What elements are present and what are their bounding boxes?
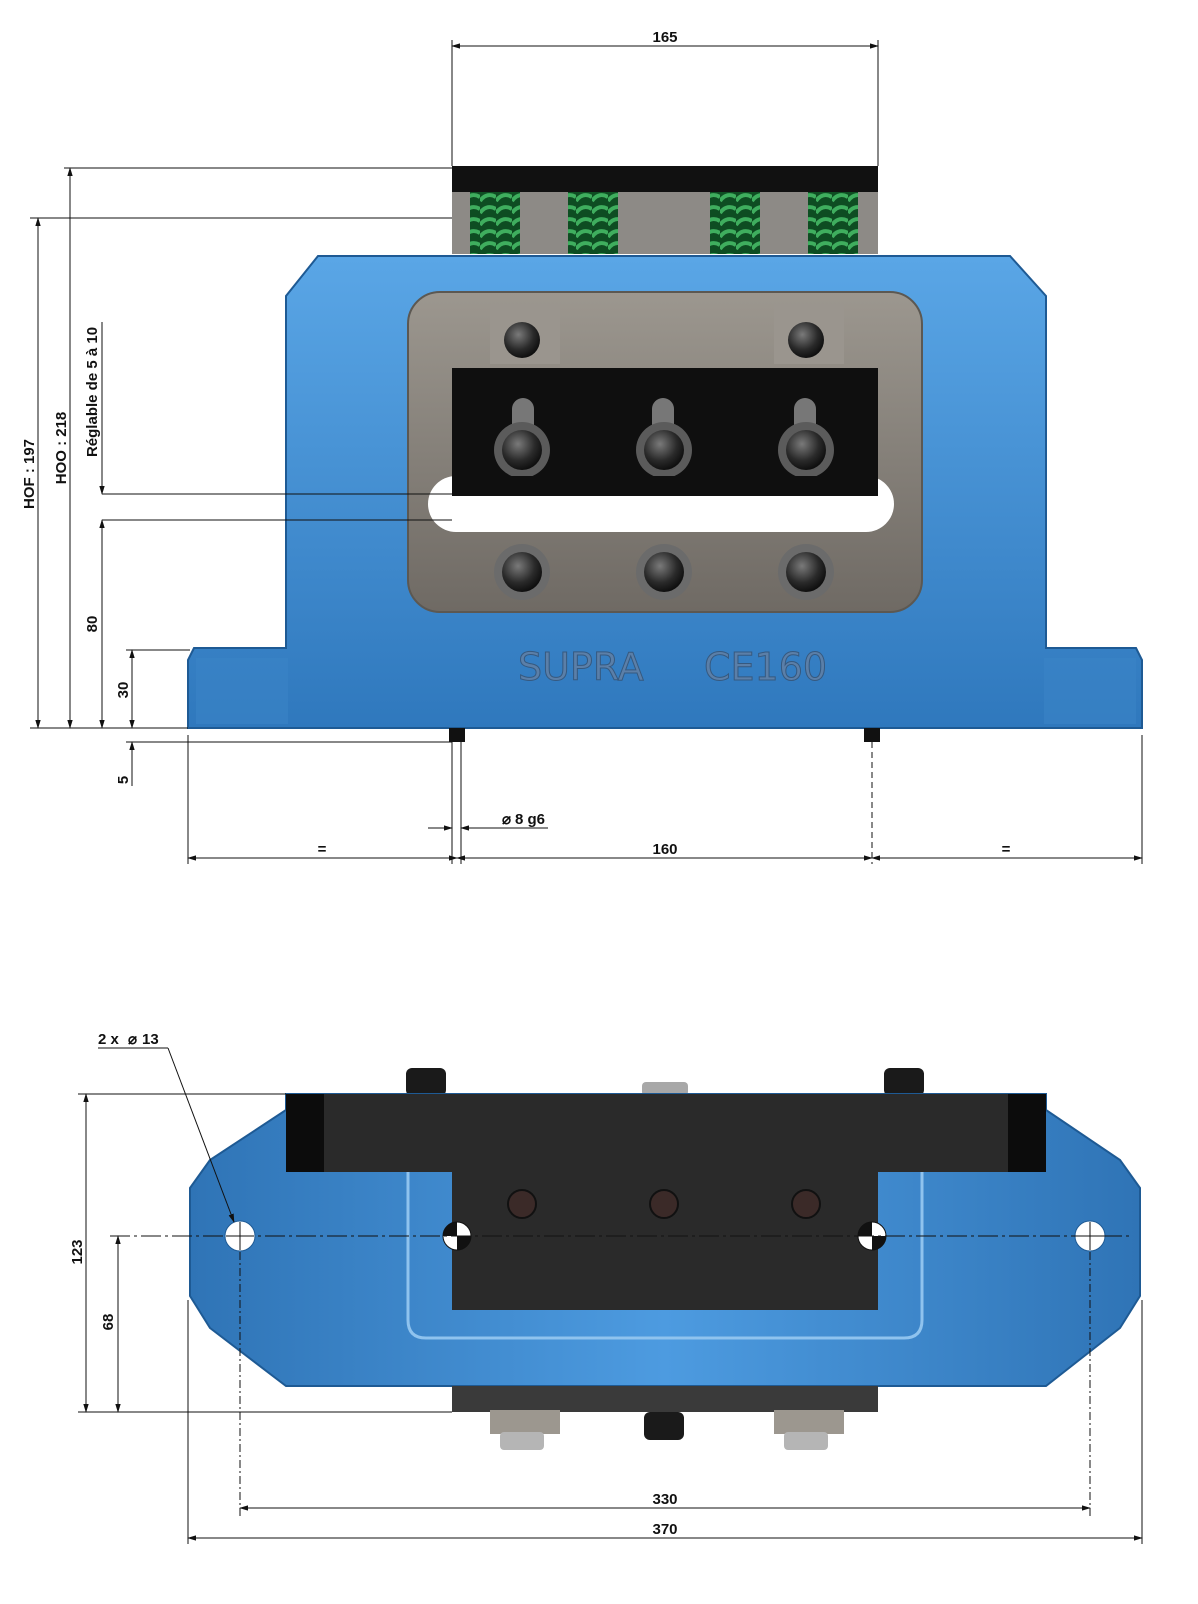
- bottom-adjuster-right-cap: [784, 1432, 828, 1450]
- adjust-screw-left-icon: [504, 322, 540, 358]
- dim-height-80: 80: [84, 616, 101, 633]
- dim-hoo: HOO : 218: [53, 412, 70, 485]
- jaw-screw-1-head-icon: [502, 430, 542, 470]
- dim-pin-spacing: 160: [652, 841, 677, 858]
- dim-height-30: 30: [115, 682, 132, 699]
- adjust-screw-right-icon: [788, 322, 824, 358]
- model-logo: CE160: [704, 645, 827, 689]
- brand-logo: SUPRA: [518, 645, 644, 689]
- diameter-symbol-icon: ⌀: [502, 811, 511, 828]
- bottom-center-knob: [644, 1412, 684, 1440]
- bottom-base-strip: [452, 1386, 878, 1412]
- jaw-lower-edge: [452, 476, 878, 496]
- plan-screw-3-icon: [791, 1189, 821, 1219]
- diameter-symbol-2-icon: ⌀: [128, 1031, 137, 1048]
- top-knob-left: [406, 1068, 446, 1096]
- dim-hof: HOF : 197: [21, 439, 38, 509]
- dim-pin-diameter: 8 g6: [515, 811, 545, 828]
- lower-screw-2-head-icon: [644, 552, 684, 592]
- jaw-screw-2-head-icon: [644, 430, 684, 470]
- dim-hole-spacing: 330: [652, 1491, 677, 1508]
- lower-screw-3-head-icon: [786, 552, 826, 592]
- right-foot-shade: [1044, 658, 1136, 724]
- left-foot-shade: [196, 658, 288, 724]
- plan-screw-2-icon: [649, 1189, 679, 1219]
- jaw-end-right: [1008, 1094, 1046, 1172]
- top-dimension-lines: [78, 1047, 1143, 1544]
- spring-2: [568, 192, 618, 254]
- spring-housing: [452, 192, 878, 254]
- dim-equal-right: =: [1002, 841, 1011, 858]
- jaw-end-left: [286, 1094, 324, 1172]
- dim-top-width: 165: [652, 29, 677, 46]
- dim-hole-diameter: 13: [142, 1031, 159, 1048]
- locating-pin-left: [449, 728, 465, 742]
- spring-3: [710, 192, 760, 254]
- dim-height-5: 5: [115, 776, 132, 784]
- dim-holes: 2 x: [98, 1031, 120, 1048]
- dim-overall-width: 370: [652, 1521, 677, 1538]
- bottom-adjuster-left-cap: [500, 1432, 544, 1450]
- locating-pin-right: [864, 728, 880, 742]
- lower-screw-1-head-icon: [502, 552, 542, 592]
- top-view: 2 x ⌀ 13 123 68 330 370: [69, 1031, 1143, 1544]
- top-clamp-plate: [452, 166, 878, 192]
- plan-screw-1-icon: [507, 1189, 537, 1219]
- spring-4: [808, 192, 858, 254]
- jaw-screw-3-head-icon: [786, 430, 826, 470]
- dim-equal-left: =: [318, 841, 327, 858]
- top-knob-right: [884, 1068, 924, 1096]
- spring-1: [470, 192, 520, 254]
- front-dimension-lines: [30, 40, 1143, 864]
- dim-depth-123: 123: [69, 1239, 86, 1264]
- bottom-adjuster-right: [774, 1410, 844, 1434]
- top-center-stud: [642, 1082, 688, 1096]
- dim-adjustable: Réglable de 5 à 10: [84, 327, 101, 457]
- inner-frame: [406, 1172, 924, 1340]
- bottom-adjuster-left: [490, 1410, 560, 1434]
- dim-depth-68: 68: [100, 1314, 117, 1331]
- pin-symbol-left-icon: [442, 1221, 472, 1251]
- front-view: SUPRA CE160: [21, 29, 1143, 864]
